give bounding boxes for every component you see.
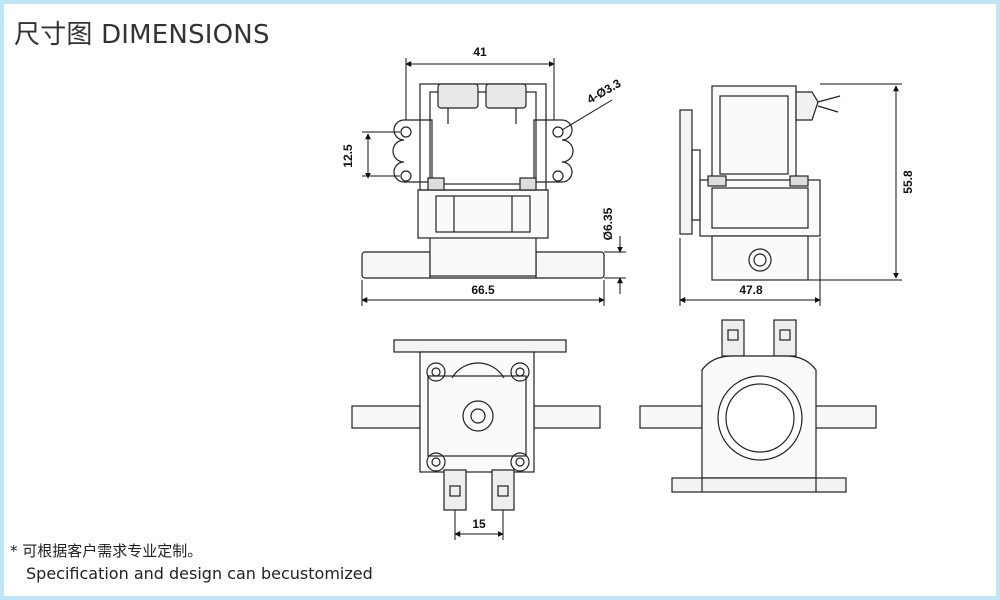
- customization-note-cn: * 可根据客户需求专业定制。: [10, 542, 203, 560]
- front-view: [361, 83, 605, 279]
- dim-top-width: [405, 58, 555, 120]
- dim-label-41: 41: [473, 45, 487, 59]
- dim-holes-leader: [561, 99, 613, 131]
- dim-label-66-5: 66.5: [471, 283, 495, 297]
- dim-overall-length: [361, 280, 605, 306]
- dim-height: [808, 83, 902, 281]
- customization-note-en: Specification and design can becustomize…: [26, 564, 373, 583]
- dim-label-15: 15: [472, 517, 486, 531]
- dim-label-55-8: 55.8: [901, 170, 915, 194]
- side-view: [679, 85, 841, 281]
- dim-label-pipe: Ø6.35: [601, 207, 615, 240]
- dim-pipe-diameter: [604, 236, 626, 294]
- dim-hole-spacing: [362, 131, 400, 179]
- dim-side-width: [679, 238, 821, 306]
- outlet-view: [639, 319, 877, 493]
- bottom-view: [351, 339, 601, 511]
- dim-label-12-5: 12.5: [341, 144, 355, 168]
- dim-terminal-spacing: [454, 510, 504, 540]
- page-title: 尺寸图 DIMENSIONS: [14, 20, 270, 50]
- dim-label-47-8: 47.8: [739, 283, 763, 297]
- dim-label-holes: 4-Ø3.3: [585, 76, 624, 107]
